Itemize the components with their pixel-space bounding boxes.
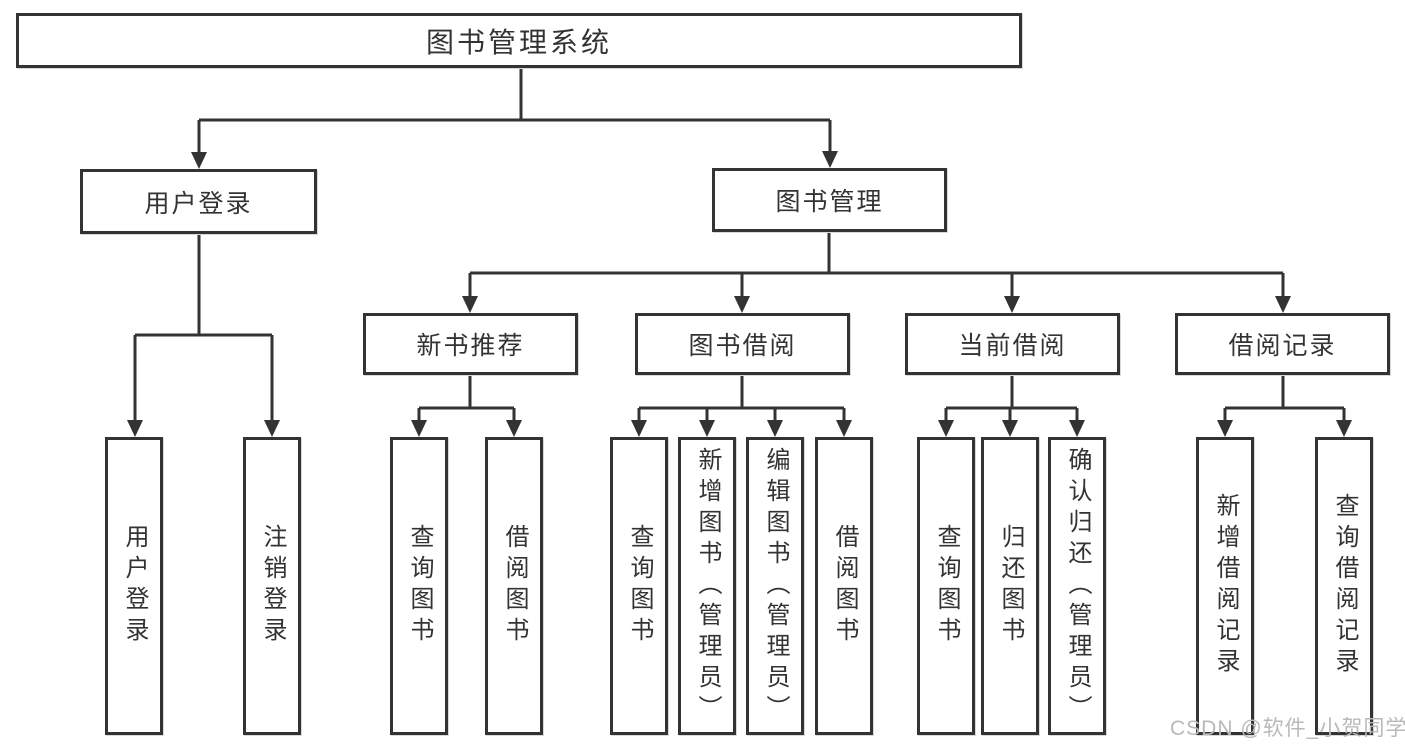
- node-label: 图书管理: [775, 188, 884, 216]
- leaf-edit-books-admin: 编辑图书（管理员）: [746, 437, 804, 735]
- node-current-borrowing: 当前借阅: [905, 313, 1120, 375]
- leaf-label: 新增图书（管理员）: [694, 446, 721, 726]
- leaf-label: 查询借阅记录: [1331, 493, 1358, 679]
- leaf-return-books: 归还图书: [981, 437, 1039, 735]
- leaf-query-borrow-record: 查询借阅记录: [1315, 437, 1373, 735]
- leaf-label: 查询图书: [406, 524, 433, 648]
- leaf-label: 新增借阅记录: [1212, 493, 1239, 679]
- leaf-query-books-recommend: 查询图书: [390, 437, 448, 735]
- leaf-borrow-books-recommend: 借阅图书: [485, 437, 543, 735]
- node-label: 新书推荐: [416, 332, 525, 360]
- node-label: 借阅记录: [1228, 332, 1337, 360]
- leaf-label: 用户登录: [121, 524, 148, 648]
- node-book-management: 图书管理: [712, 168, 947, 232]
- node-book-borrowing: 图书借阅: [635, 313, 850, 375]
- leaf-label: 借阅图书: [831, 524, 858, 648]
- node-user-login: 用户登录: [80, 169, 317, 234]
- leaf-label: 注销登录: [259, 524, 286, 648]
- node-label: 当前借阅: [958, 332, 1067, 360]
- node-borrowing-records: 借阅记录: [1175, 313, 1390, 375]
- leaf-label: 编辑图书（管理员）: [762, 446, 789, 726]
- leaf-label: 查询图书: [626, 524, 653, 648]
- leaf-label: 归还图书: [997, 524, 1024, 648]
- node-library-system: 图书管理系统: [16, 13, 1022, 68]
- leaf-add-books-admin: 新增图书（管理员）: [678, 437, 736, 735]
- leaf-query-books-current: 查询图书: [917, 437, 975, 735]
- leaf-label: 借阅图书: [501, 524, 528, 648]
- leaf-confirm-return-admin: 确认归还（管理员）: [1048, 437, 1106, 735]
- node-new-book-recommend: 新书推荐: [363, 313, 578, 375]
- leaf-add-borrow-record: 新增借阅记录: [1196, 437, 1254, 735]
- node-label: 图书借阅: [688, 332, 797, 360]
- leaf-borrow-books: 借阅图书: [815, 437, 873, 735]
- leaf-logout: 注销登录: [243, 437, 301, 735]
- node-label: 图书管理系统: [425, 26, 612, 58]
- leaf-label: 查询图书: [933, 524, 960, 648]
- leaf-user-login: 用户登录: [105, 437, 163, 735]
- node-label: 用户登录: [144, 189, 253, 218]
- csdn-watermark: CSDN @软件_小贺同学: [1170, 717, 1405, 740]
- leaf-query-books-borrow: 查询图书: [610, 437, 668, 735]
- leaf-label: 确认归还（管理员）: [1064, 446, 1091, 726]
